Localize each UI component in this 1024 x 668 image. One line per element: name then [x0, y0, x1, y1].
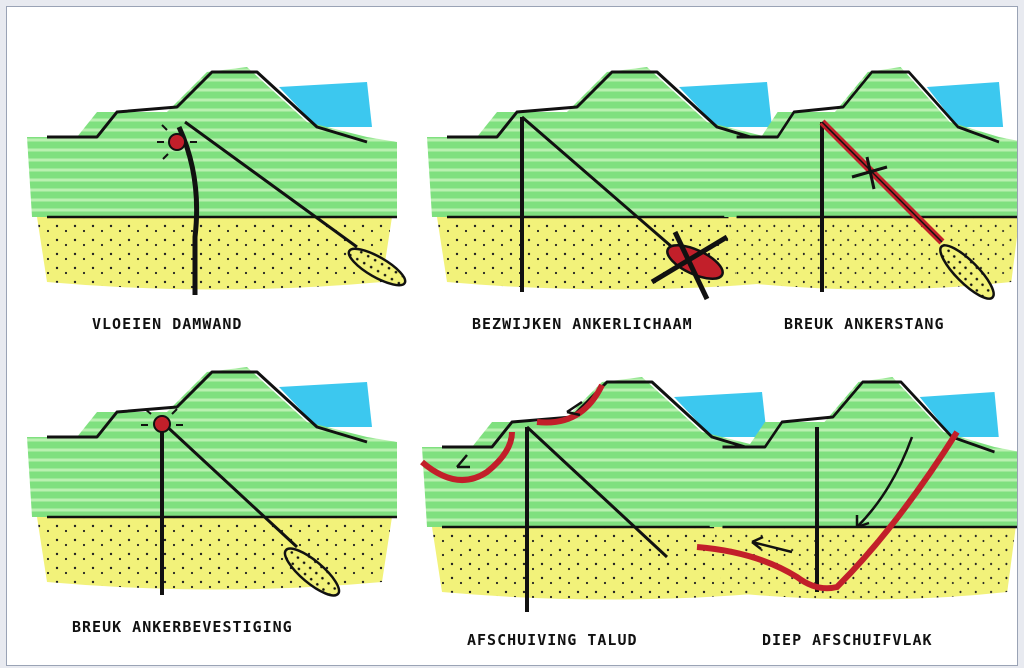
diagram-frame: VLOEIEN DAMWAND BEZWIJKEN ANKERLICHAAM B…	[6, 6, 1018, 666]
panel-breuk-ankerbevestiging: BREUK ANKERBEVESTIGING	[27, 367, 397, 636]
label-breuk-ankerstang: BREUK ANKERSTANG	[784, 315, 945, 333]
label-diep-afschuifvlak: DIEP AFSCHUIFVLAK	[762, 631, 933, 649]
label-breuk-ankerbevestiging: BREUK ANKERBEVESTIGING	[72, 618, 293, 636]
panel-vloeien-damwand: VLOEIEN DAMWAND	[27, 67, 410, 333]
failure-point-icon	[154, 416, 170, 432]
failure-point-icon	[169, 134, 185, 150]
failure-modes-diagram: VLOEIEN DAMWAND BEZWIJKEN ANKERLICHAAM B…	[7, 7, 1018, 666]
label-afschuiving-talud: AFSCHUIVING TALUD	[467, 631, 638, 649]
label-bezwijken-ankerlichaam: BEZWIJKEN ANKERLICHAAM	[472, 315, 693, 333]
label-vloeien-damwand: VLOEIEN DAMWAND	[92, 315, 242, 333]
